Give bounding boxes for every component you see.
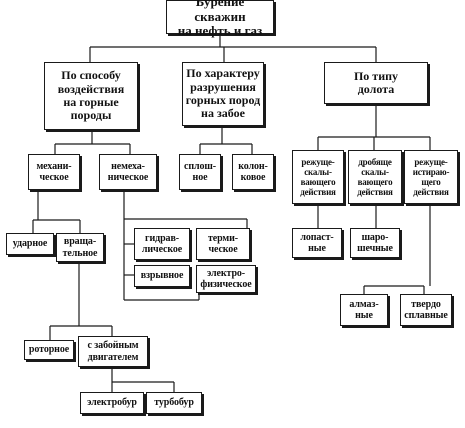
node-root: Бурение скважин на нефть и газ [166, 0, 274, 38]
node-turbodrill: турбобур [146, 392, 202, 414]
node-blade: лопаст- ные [292, 228, 342, 258]
node-rotary-motion: враща- тельное [56, 233, 104, 262]
node-explosive: взрывное [134, 265, 190, 287]
node-crushing-shearing: дробяще скалы- вающего действия [348, 150, 402, 204]
node-downhole-motor: с забойным двигателем [78, 336, 148, 367]
node-mechanical: механи- ческое [28, 154, 80, 190]
node-roller-cone: шаро- шечные [350, 228, 400, 258]
node-cutting-abrading: режуще- истираю- щего действия [404, 150, 458, 204]
node-by-bit: По типу долота [324, 62, 428, 104]
node-hard-alloy: твердо сплавные [400, 294, 452, 326]
node-electrodrill: электробур [80, 392, 144, 414]
node-percussion: ударное [6, 233, 54, 255]
node-electrophysical: электро- физическое [196, 265, 256, 293]
node-hydraulic: гидрав- лическое [134, 228, 190, 260]
node-nonmechanical: немеха- ническое [99, 154, 157, 190]
node-by-action: По способу воздействия на горные породы [44, 62, 138, 130]
node-cutting-shearing: режуще- скалы- вающего действия [292, 150, 344, 204]
node-solid: сплош- ное [179, 154, 221, 190]
node-thermal: терми- ческое [196, 228, 250, 260]
node-rotor: роторное [24, 340, 74, 360]
node-diamond: алмаз- ные [340, 294, 388, 326]
node-by-destruction: По характеру разрушения горных пород на … [182, 62, 264, 126]
node-core: колон- ковое [232, 154, 274, 190]
